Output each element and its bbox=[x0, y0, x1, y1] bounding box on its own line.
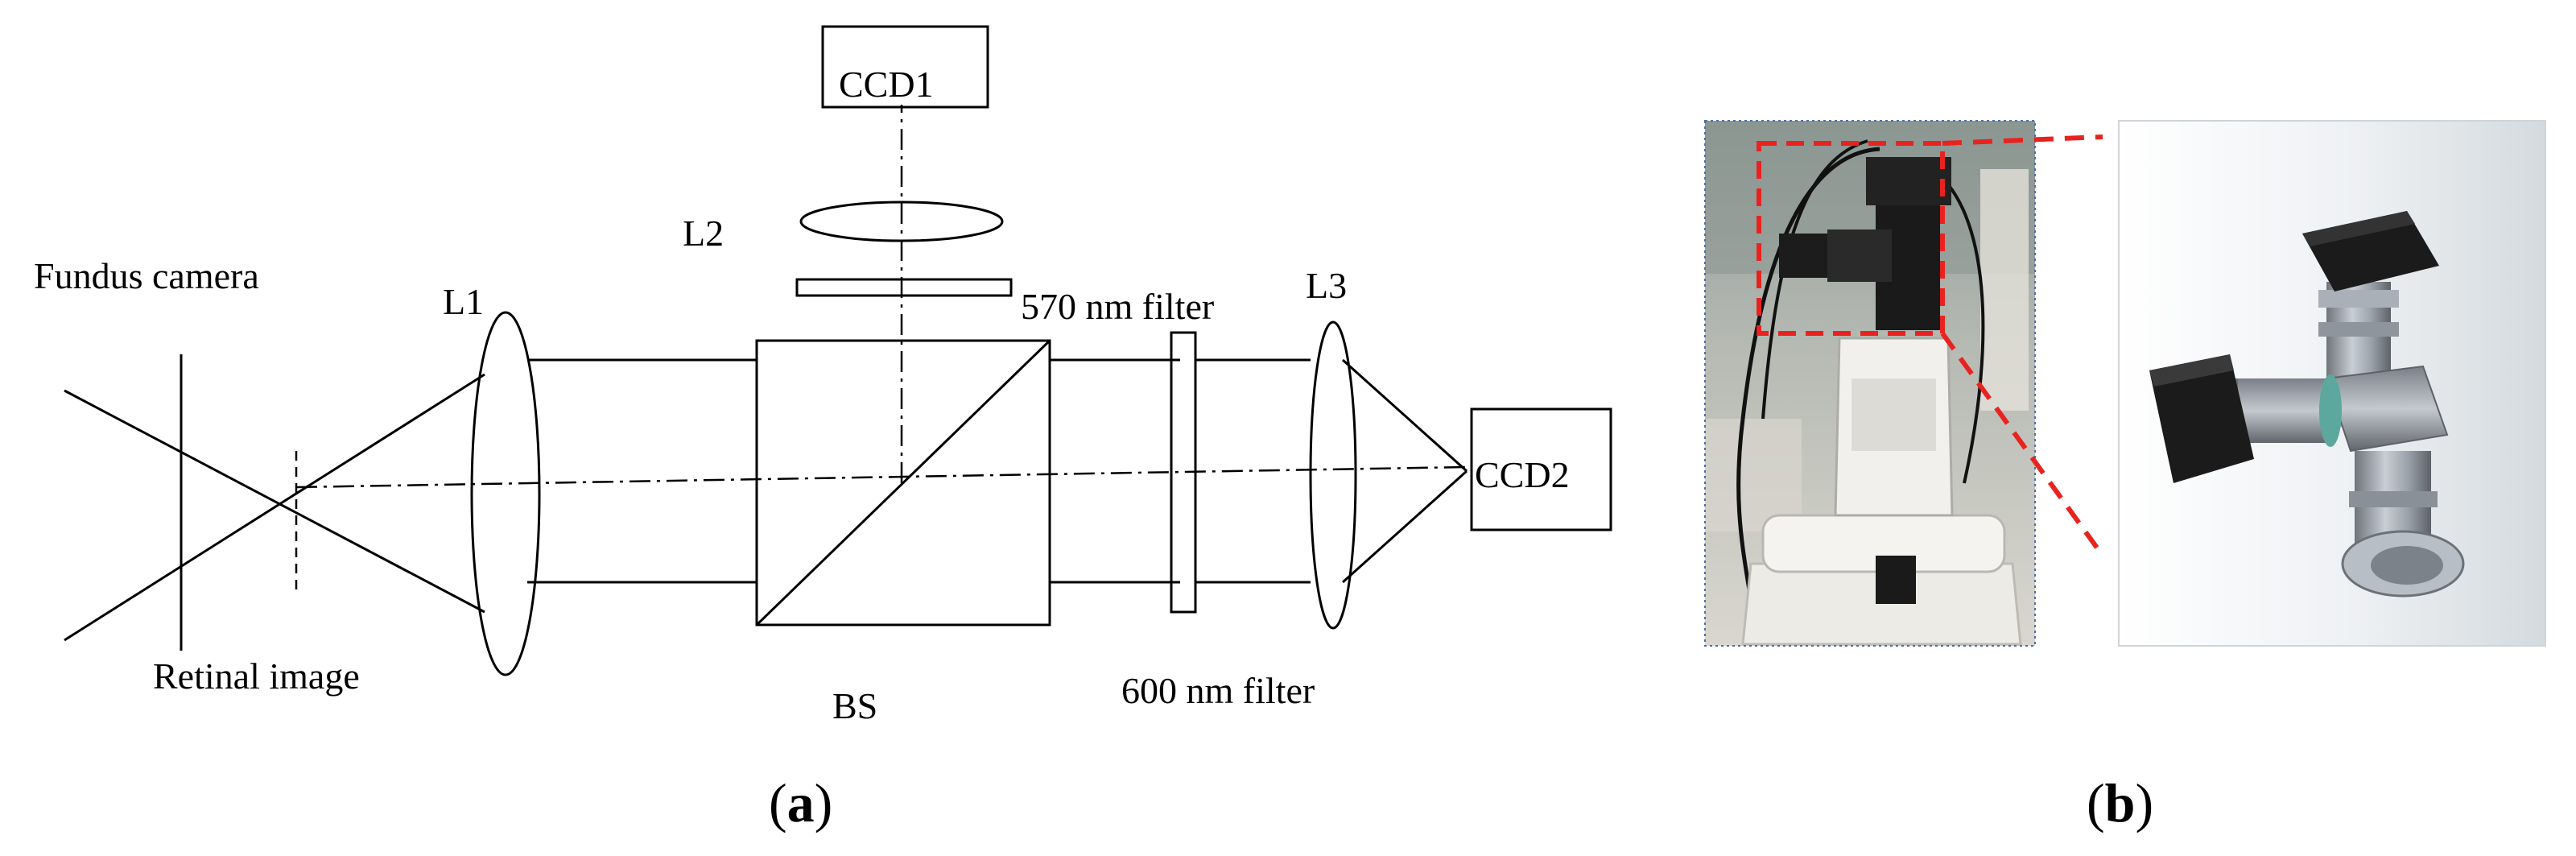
beam-splitter-diagonal bbox=[755, 339, 1051, 626]
panel-b-label: (b) bbox=[2087, 772, 2153, 833]
render-ring-1 bbox=[2318, 290, 2399, 308]
l3-label: L3 bbox=[1306, 265, 1347, 306]
photo-border bbox=[1704, 120, 2036, 647]
lens-l3 bbox=[1309, 320, 1357, 630]
render-ccd2-top bbox=[2149, 354, 2234, 387]
ray-upper bbox=[64, 389, 485, 614]
ccd2-box bbox=[1470, 407, 1612, 531]
ray-lower bbox=[64, 373, 485, 642]
ccd1-label: CCD1 bbox=[839, 64, 934, 105]
photo-joystick bbox=[1876, 556, 1916, 604]
ccd2-label: CCD2 bbox=[1475, 454, 1570, 495]
photo-cable-2 bbox=[1761, 139, 1868, 420]
device-render bbox=[2118, 120, 2546, 647]
filter-570-label: 570 nm filter bbox=[1021, 286, 1214, 327]
photo-cable-3 bbox=[1930, 167, 1985, 484]
ccd1-box bbox=[821, 25, 989, 109]
device-photo bbox=[1704, 120, 2036, 647]
photo-cable-1 bbox=[1736, 147, 1880, 629]
photo-cabinet bbox=[1980, 169, 2029, 411]
beam-splitter bbox=[755, 339, 1051, 626]
render-flange-inner bbox=[2371, 546, 2443, 585]
photo-highlight-box bbox=[1757, 141, 1945, 336]
optical-schematic: CCD1 CCD2 L1 L2 L3 Fundus camera Retinal… bbox=[34, 25, 1612, 833]
panel-a-label: (a) bbox=[769, 772, 832, 833]
filter-570nm bbox=[795, 278, 1013, 297]
render-cube bbox=[2325, 365, 2449, 453]
filter-600-label: 600 nm filter bbox=[1121, 670, 1315, 711]
render-ccd2 bbox=[2149, 354, 2254, 483]
l1-label: L1 bbox=[443, 281, 484, 322]
panel-a-open: ( bbox=[769, 772, 787, 833]
filter-600nm bbox=[1170, 331, 1197, 614]
photo-body-panel bbox=[1852, 378, 1936, 451]
l2-label: L2 bbox=[683, 213, 724, 254]
connector-line-bottom bbox=[1940, 332, 2105, 557]
panel-a-letter: a bbox=[787, 772, 815, 833]
retinal-image-label: Retinal image bbox=[153, 655, 360, 697]
panel-b-close: ) bbox=[2135, 772, 2153, 833]
panel-b-open: ( bbox=[2087, 772, 2105, 833]
photo-ccd1 bbox=[1866, 157, 1951, 205]
fundus-camera-label: Fundus camera bbox=[34, 255, 259, 296]
render-ring-2 bbox=[2318, 322, 2399, 337]
render-teal-ring bbox=[2319, 374, 2342, 447]
bs-label: BS bbox=[832, 685, 877, 726]
render-ring-3 bbox=[2349, 491, 2438, 507]
optical-axis bbox=[295, 465, 1466, 489]
panel-a-close: ) bbox=[815, 772, 833, 833]
photo-lens-barrel bbox=[1827, 230, 1892, 282]
converge-top bbox=[1341, 358, 1468, 473]
converge-bottom bbox=[1341, 469, 1468, 584]
connector-line-top bbox=[1942, 134, 2103, 146]
render-ccd1-top bbox=[2302, 211, 2415, 246]
lens-l2 bbox=[799, 201, 1004, 242]
panel-b-letter: b bbox=[2105, 772, 2136, 833]
photo-desk bbox=[1705, 419, 1802, 531]
lens-l1 bbox=[470, 311, 541, 676]
